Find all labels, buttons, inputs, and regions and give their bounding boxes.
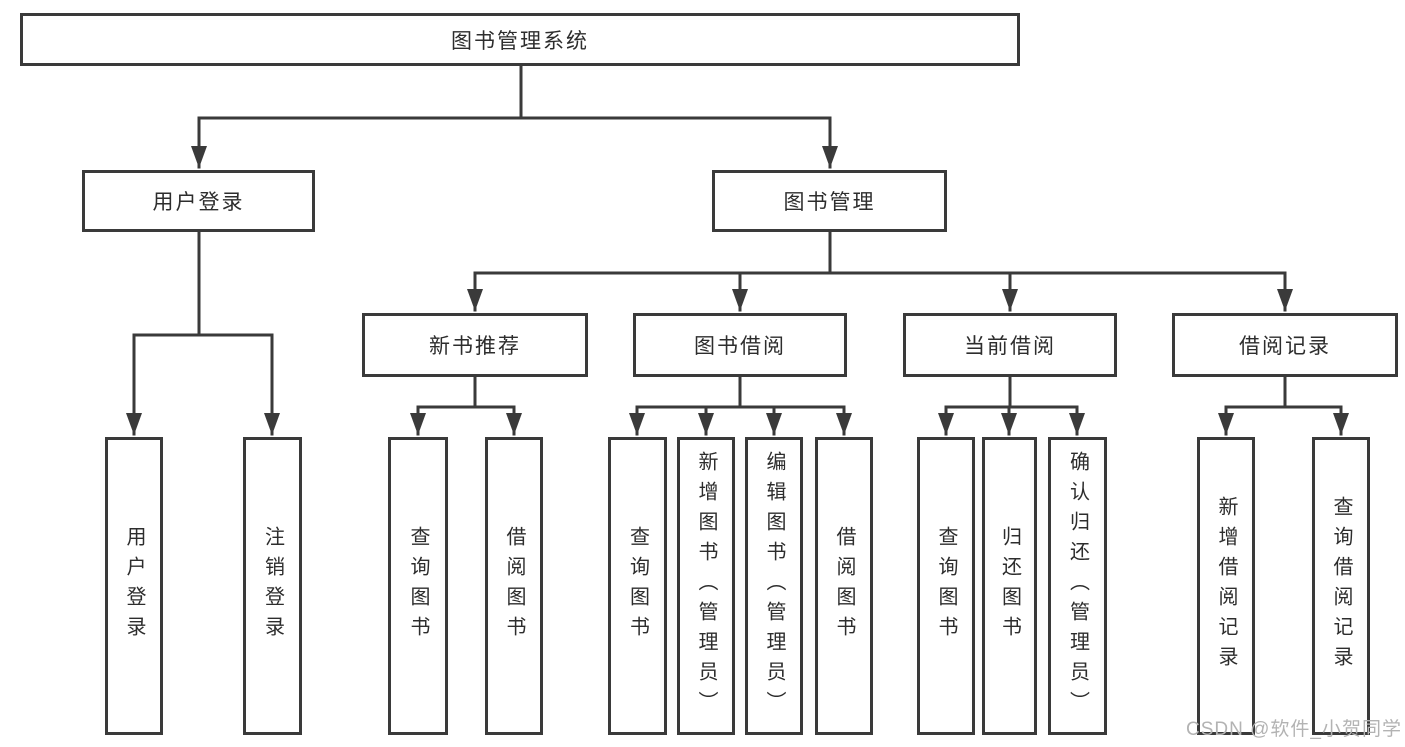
node-new-book-recommend-label: 新书推荐 [429,335,521,358]
leaf-query-books-recommend: 查询图书 [388,437,448,735]
leaf-query-books-borrowing: 查询图书 [608,437,667,735]
leaf-user-login-label: 用户登录 [123,526,145,646]
leaf-query-books-current: 查询图书 [917,437,975,735]
node-user-login: 用户登录 [82,170,315,232]
leaf-borrow-books-borrowing-label: 借阅图书 [833,526,855,646]
node-borrowing-records-label: 借阅记录 [1239,335,1331,358]
leaf-confirm-return-admin-label: 确认归还（管理员） [1066,451,1089,721]
connector-book-management [467,230,1293,312]
connector-user-login [126,230,280,436]
node-current-borrowing: 当前借阅 [903,313,1117,377]
connector-book-borrowing [629,375,852,436]
leaf-add-borrow-record: 新增借阅记录 [1197,437,1255,735]
leaf-return-books: 归还图书 [982,437,1037,735]
leaf-borrow-books-recommend: 借阅图书 [485,437,543,735]
leaf-confirm-return-admin: 确认归还（管理员） [1048,437,1107,735]
leaf-logout-label: 注销登录 [261,526,284,646]
connector-borrowing-records [1218,375,1349,436]
leaf-add-borrow-record-label: 新增借阅记录 [1215,496,1237,676]
leaf-query-books-recommend-label: 查询图书 [407,526,429,646]
leaf-user-login: 用户登录 [105,437,163,735]
leaf-logout: 注销登录 [243,437,302,735]
node-borrowing-records: 借阅记录 [1172,313,1398,377]
leaf-query-borrow-record-label: 查询借阅记录 [1330,496,1352,676]
leaf-query-books-current-label: 查询图书 [935,526,957,646]
node-book-borrowing: 图书借阅 [633,313,847,377]
node-root: 图书管理系统 [20,13,1020,66]
leaf-add-books-admin: 新增图书（管理员） [677,437,735,735]
leaf-edit-books-admin: 编辑图书（管理员） [745,437,803,735]
node-book-management-label: 图书管理 [783,191,876,214]
leaf-borrow-books-recommend-label: 借阅图书 [503,526,525,646]
node-root-label: 图书管理系统 [451,29,589,53]
leaf-add-books-admin-label: 新增图书（管理员） [695,451,717,721]
csdn-watermark: CSDN @软件_小贺同学 [1186,719,1402,740]
leaf-query-borrow-record: 查询借阅记录 [1312,437,1370,735]
node-book-management: 图书管理 [712,170,947,232]
node-current-borrowing-label: 当前借阅 [964,335,1056,358]
connector-root-to-level1 [191,64,838,169]
node-user-login-label: 用户登录 [152,191,245,214]
leaf-borrow-books-borrowing: 借阅图书 [815,437,873,735]
leaf-query-books-borrowing-label: 查询图书 [626,526,649,646]
node-new-book-recommend: 新书推荐 [362,313,588,377]
leaf-return-books-label: 归还图书 [998,526,1021,646]
connector-current-borrowing [938,375,1085,436]
leaf-edit-books-admin-label: 编辑图书（管理员） [763,451,785,721]
connector-new-book-recommend [410,375,522,436]
node-book-borrowing-label: 图书借阅 [694,335,786,358]
